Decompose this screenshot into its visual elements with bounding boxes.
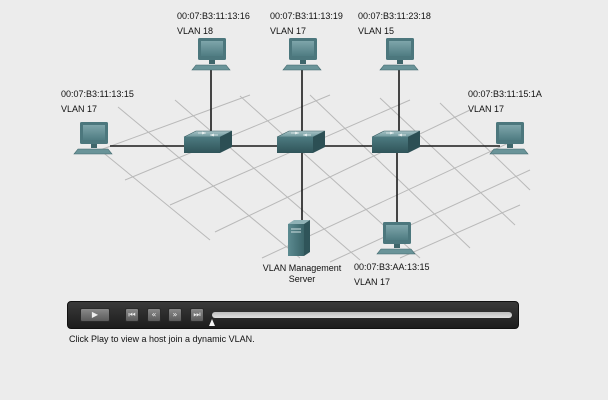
floor-grid — [99, 94, 531, 263]
instruction-caption: Click Play to view a host join a dynamic… — [69, 334, 255, 344]
host-vlan-label: VLAN 17 — [354, 277, 391, 287]
host-mac-label: 00:07:B3:11:13:16 — [177, 11, 250, 21]
host-vlan-label: VLAN 18 — [177, 26, 214, 36]
pc-icon — [379, 38, 419, 71]
forward-to-end-button[interactable]: ⏭ — [190, 308, 204, 322]
rewind-button[interactable]: « — [147, 308, 161, 322]
fast-forward-button[interactable]: » — [168, 308, 182, 322]
pc-icon — [282, 38, 322, 71]
progress-handle[interactable] — [209, 319, 215, 326]
host-vlan-label: VLAN 17 — [468, 104, 505, 114]
switch-icon — [183, 130, 233, 153]
server-label: VLAN Management Server — [252, 263, 352, 285]
pc-icon — [191, 38, 231, 71]
host-mac-label: 00:07:B3:11:13:15 — [61, 89, 134, 99]
host-mac-label: 00:07:B3:11:23:18 — [358, 11, 431, 21]
media-player-bar: ▶ ⏮ « » ⏭ — [67, 301, 519, 329]
host-mac-label: 00:07:B3:11:13:19 — [270, 11, 343, 21]
host-mac-label: 00:07:B3:11:15:1A — [468, 89, 542, 99]
host-vlan-label: VLAN 15 — [358, 26, 395, 36]
host-vlan-label: VLAN 17 — [270, 26, 307, 36]
pc-icon — [376, 222, 416, 255]
server-icon — [288, 220, 310, 256]
server-label-line1: VLAN Management — [262, 263, 342, 273]
rewind-to-start-button[interactable]: ⏮ — [125, 308, 139, 322]
play-button[interactable]: ▶ — [80, 308, 110, 322]
pc-icon — [489, 122, 529, 155]
switch-icon — [276, 130, 326, 153]
server-label-line2: Server — [288, 274, 316, 284]
host-vlan-label: VLAN 17 — [61, 104, 98, 114]
pc-icon — [73, 122, 113, 155]
progress-track[interactable] — [212, 312, 512, 318]
switch-icon — [371, 130, 421, 153]
host-mac-label: 00:07:B3:AA:13:15 — [354, 262, 430, 272]
